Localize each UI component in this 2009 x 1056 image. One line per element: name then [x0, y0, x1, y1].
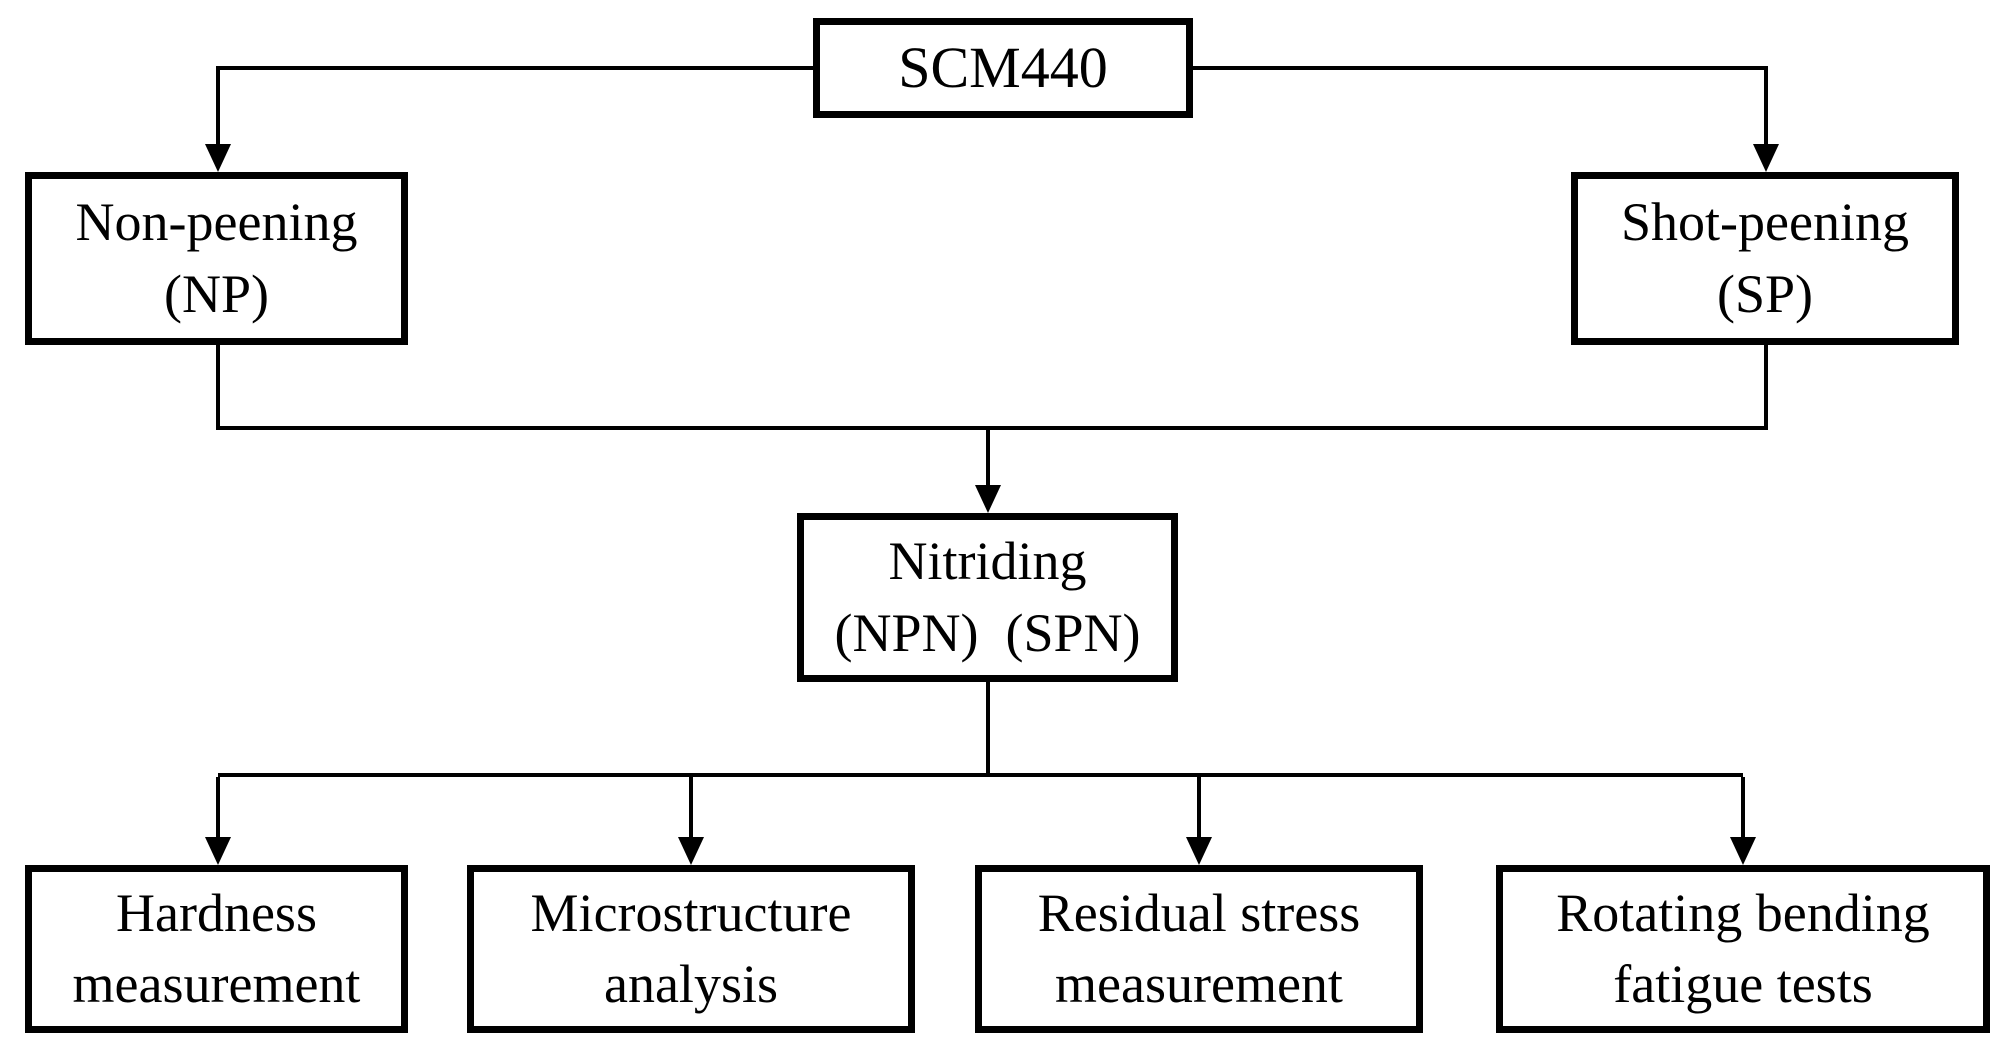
node-scm440-label: SCM440: [898, 35, 1108, 101]
node-non-peening: Non-peening (NP): [25, 172, 408, 345]
node-residual-line1: Residual stress: [1037, 882, 1361, 943]
node-microstructure-line2: analysis: [604, 954, 778, 1014]
node-residual-stress-measurement: Residual stress measurement: [975, 865, 1423, 1033]
arrowheads: [205, 144, 1779, 865]
node-scm440: SCM440: [813, 18, 1193, 118]
arrowhead-np: [205, 144, 231, 172]
node-nitriding-line2: (NPN) (SPN): [834, 602, 1141, 663]
node-rotating-bending-fatigue-tests: Rotating bending fatigue tests: [1496, 865, 1990, 1033]
node-shot-peening-line1: Shot-peening: [1621, 192, 1909, 253]
arrowhead-hardness: [205, 837, 231, 865]
arrowhead-rotating: [1730, 837, 1756, 865]
node-hardness-line1: Hardness: [116, 882, 317, 943]
node-microstructure-line1: Microstructure: [530, 882, 852, 943]
connector-scm440-to-sp: [1193, 66, 1768, 148]
node-shot-peening-line2: (SP): [1716, 263, 1814, 324]
connector-scm440-to-np: [216, 66, 813, 148]
node-non-peening-line1: Non-peening: [75, 192, 358, 253]
node-nitriding-line1: Nitriding: [888, 531, 1087, 592]
arrowhead-sp: [1753, 144, 1779, 172]
node-residual-line2: measurement: [1055, 954, 1343, 1014]
node-hardness-measurement: Hardness measurement: [25, 865, 408, 1033]
node-rotating-line2: fatigue tests: [1613, 954, 1873, 1014]
node-rotating-line1: Rotating bending: [1556, 882, 1930, 943]
node-nitriding: Nitriding (NPN) (SPN): [797, 513, 1178, 682]
node-microstructure-analysis: Microstructure analysis: [467, 865, 915, 1033]
arrowhead-residual: [1186, 837, 1212, 865]
node-shot-peening: Shot-peening (SP): [1571, 172, 1959, 345]
arrowhead-nitriding: [975, 485, 1001, 513]
arrowhead-microstructure: [678, 837, 704, 865]
node-hardness-line2: measurement: [72, 954, 361, 1014]
connector-np-sp-merge: [216, 345, 1768, 430]
node-non-peening-line2: (NP): [164, 263, 269, 324]
